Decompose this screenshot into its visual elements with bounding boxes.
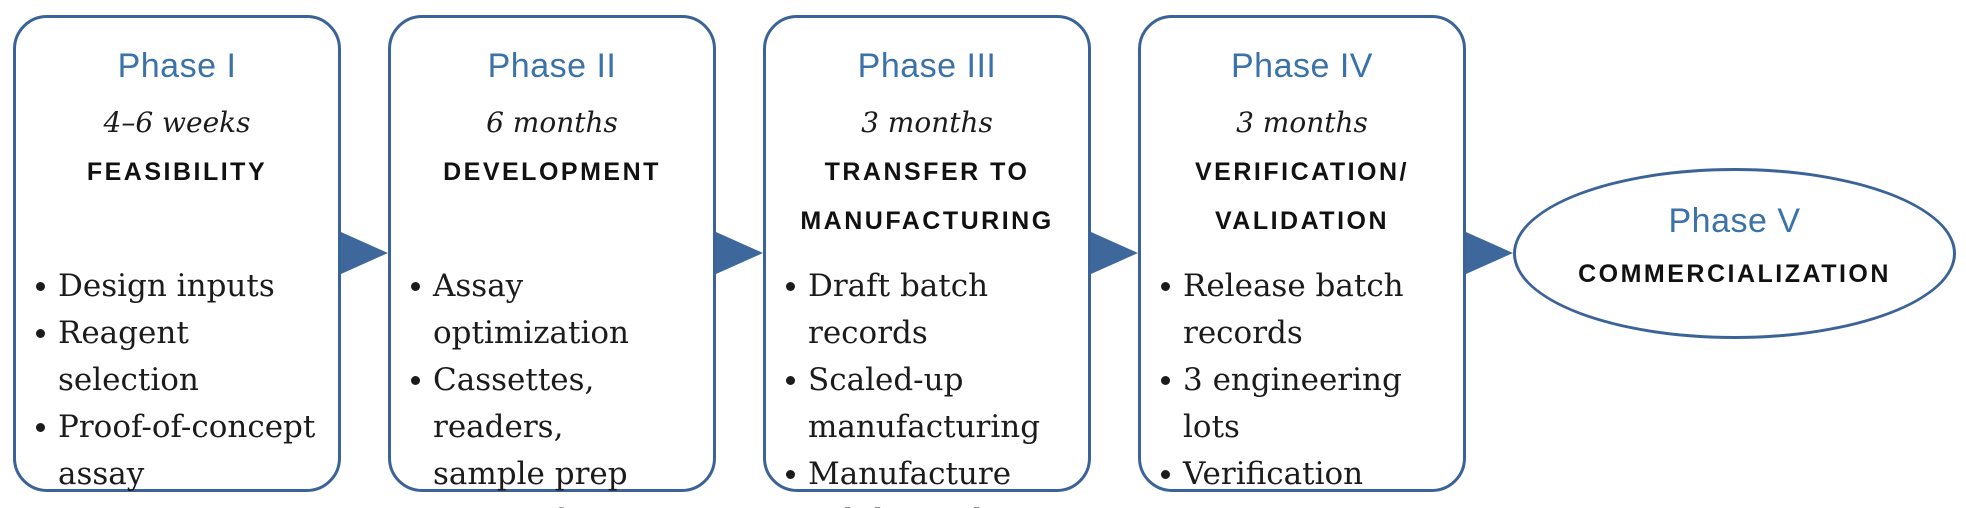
bullet-item: Manufacture validation lots [786, 451, 1076, 508]
bullet-dot-icon [36, 423, 45, 432]
phase-title: Phase V [1668, 202, 1801, 240]
bullet-item: Reagent selection [36, 310, 326, 404]
phase-category: DEVELOPMENT [391, 148, 713, 197]
bullet-line: Release batch [1183, 268, 1404, 304]
bullet-item: Cassettes, readers, sample prep [411, 357, 701, 498]
bullet-line: Scaled-up [808, 362, 964, 398]
bullet-item: Release batch records [1161, 263, 1451, 357]
phase-title: Phase I [117, 47, 237, 85]
bullet-dot-icon [411, 376, 420, 385]
bullet-line: Proof-of-concept [58, 409, 316, 445]
phase-category-line: DEVELOPMENT [443, 158, 661, 186]
phase-category: VERIFICATION/VALIDATION [1141, 148, 1463, 246]
bullet-line: validation lots [808, 498, 1076, 508]
phase-category-line: VALIDATION [1214, 207, 1390, 235]
bullet-dot-icon [786, 470, 795, 479]
phase-category-line: VERIFICATION/ [1195, 158, 1409, 186]
bullet-item: Proof-of-concept assay [36, 404, 326, 498]
bullet-item: 3 engineering lots [1161, 357, 1451, 451]
bullet-line: sample prep [433, 456, 628, 492]
bullet-line: Assay optimization [433, 268, 630, 351]
bullet-item: Draft batch records [786, 263, 1076, 357]
right-arrow-icon [1091, 232, 1138, 274]
bullet-line: Manufacture [808, 456, 1012, 492]
phase-category: FEASIBILITY [16, 148, 338, 197]
phase-category-line: MANUFACTURING [800, 207, 1054, 235]
bullet-dot-icon [411, 282, 420, 291]
bullet-dot-icon [1161, 376, 1170, 385]
phase-title: Phase II [487, 47, 617, 85]
phase-title: Phase IV [1231, 47, 1373, 85]
bullet-dot-icon [786, 376, 795, 385]
bullet-line: Design inputs [58, 268, 275, 304]
bullet-dot-icon [1161, 470, 1170, 479]
bullet-dot-icon [786, 282, 795, 291]
bullet-line: Cassettes, readers, [433, 362, 595, 445]
phase-ellipse-5: Phase V COMMERCIALIZATION [1513, 168, 1956, 339]
phase-title: Phase III [857, 47, 997, 85]
phase-category-line: COMMERCIALIZATION [1578, 260, 1891, 288]
bullet-line: assay [58, 456, 145, 492]
bullet-line: 3 engineering lots [1183, 362, 1402, 445]
bullet-item: Assay optimization [411, 263, 701, 357]
bullet-line: Verification testing [1183, 456, 1364, 508]
bullet-dot-icon [1161, 282, 1170, 291]
bullet-item: Scaled-up manufacturing [786, 357, 1076, 451]
phase-category-line: TRANSFER TO [824, 158, 1030, 186]
phase-duration: 3 months [1236, 106, 1368, 139]
phase-category: TRANSFER TO MANUFACTURING [766, 148, 1088, 246]
bullet-line: Reagent selection [58, 315, 199, 398]
phase-duration: 4–6 weeks [103, 106, 251, 139]
bullet-line: records [1183, 315, 1303, 351]
phase-duration: 6 months [486, 106, 618, 139]
bullet-dot-icon [36, 329, 45, 338]
bullet-line: Draft batch records [808, 268, 989, 351]
right-arrow-icon [1466, 232, 1513, 274]
phase-category: COMMERCIALIZATION [1516, 257, 1953, 291]
bullet-line: Design freeze & [433, 498, 701, 508]
phase-category-line: FEASIBILITY [86, 158, 268, 186]
phase-duration: 3 months [861, 106, 993, 139]
bullet-item: Design freeze &prototypes [411, 498, 701, 508]
bullet-line: manufacturing [808, 409, 1041, 445]
bullet-item: Design inputs [36, 263, 326, 310]
bullet-dot-icon [36, 282, 45, 291]
right-arrow-icon [716, 232, 763, 274]
right-arrow-icon [341, 232, 388, 274]
bullet-item: Verification testing [1161, 451, 1451, 508]
